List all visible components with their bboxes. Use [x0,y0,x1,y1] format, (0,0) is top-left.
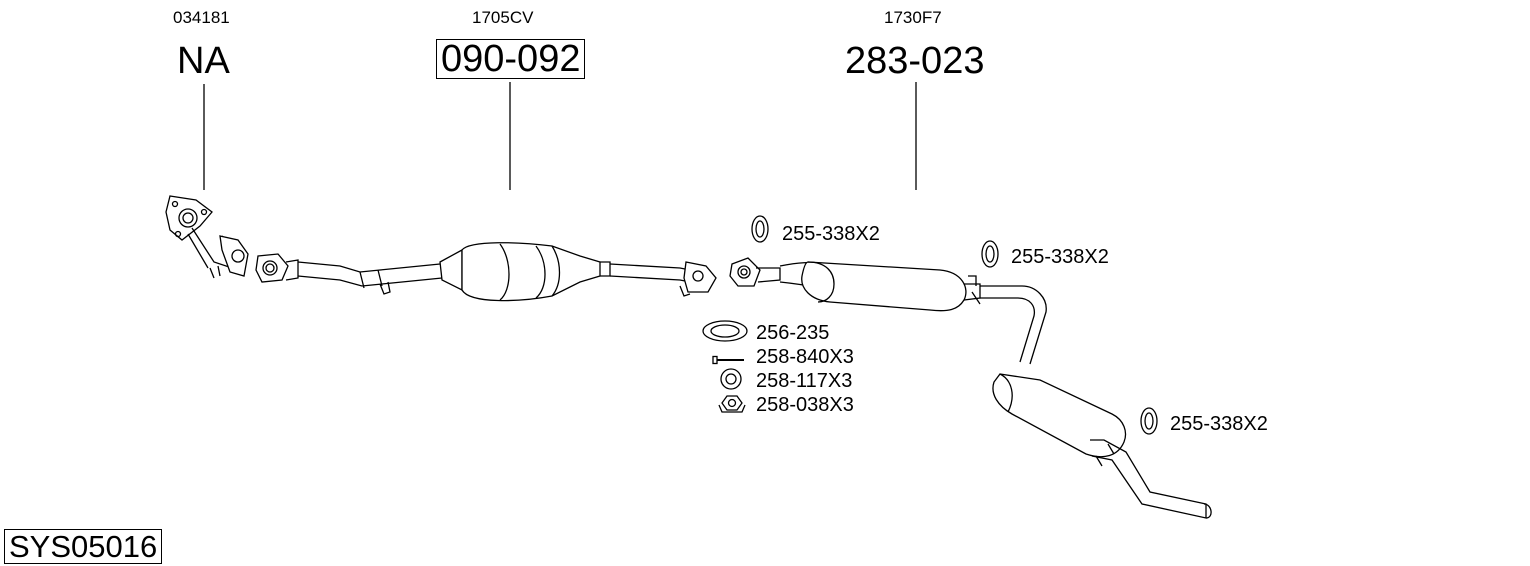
small-part-label: 256-235 [756,322,830,344]
small-part-label: 258-038X3 [756,394,854,416]
small-part-label: 255-338X2 [1170,413,1268,435]
small-part-label: 258-117X3 [756,370,853,392]
reference-code: 1730F7 [884,8,942,27]
ring-gasket-icon [1140,407,1158,435]
flat-gasket-icon [702,320,748,342]
part-number: NA [177,40,230,82]
small-part-label: 255-338X2 [1011,246,1109,268]
bolt-icon [712,355,744,365]
ring-gasket-icon [751,215,769,243]
part-number-boxed: 090-092 [436,39,586,79]
nut-icon [718,395,746,413]
front-pipe-part [165,195,249,279]
part-number: 283-023 [845,40,985,82]
front-muffler-part [729,257,1047,365]
intermediate-pipe-part [255,253,443,295]
small-part-label: 258-840X3 [756,346,854,368]
catalytic-converter-part [439,242,717,302]
ring-gasket-icon [981,240,999,268]
system-code-badge: SYS05016 [4,529,163,564]
rear-muffler-part [992,373,1212,519]
washer-icon [720,368,742,390]
reference-code: 034181 [173,8,230,27]
small-part-label: 255-338X2 [782,223,880,245]
reference-code: 1705CV [472,8,534,27]
